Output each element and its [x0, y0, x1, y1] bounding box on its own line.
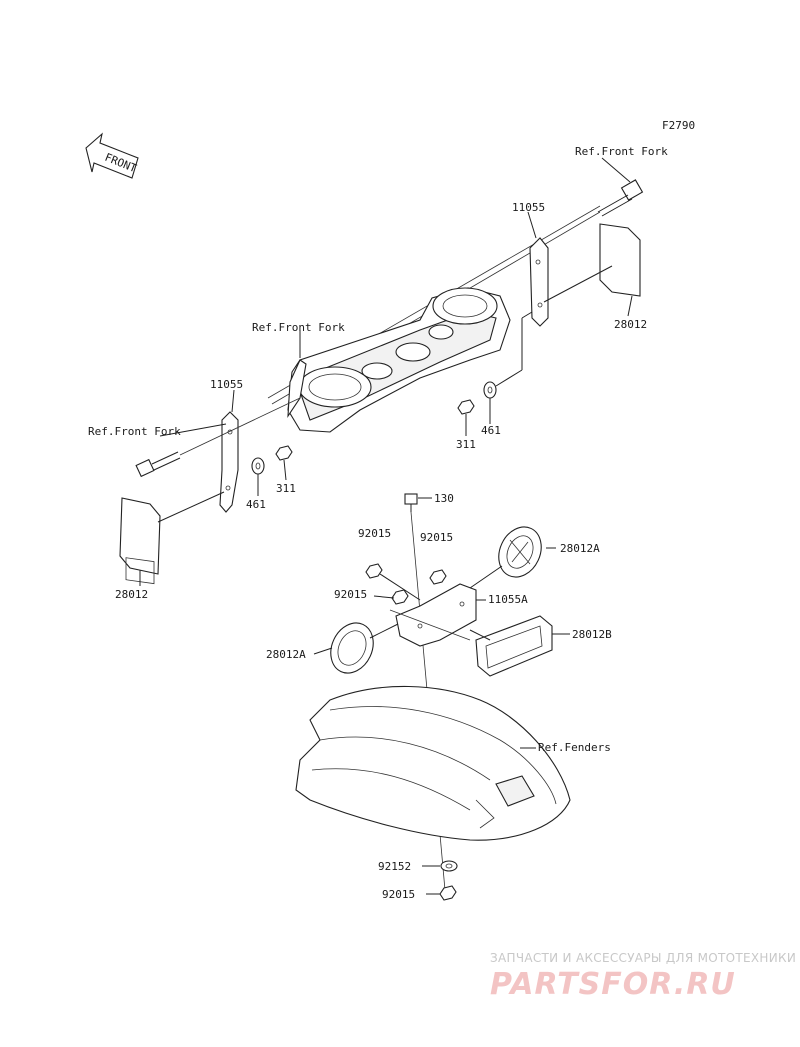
label-311-left: 311 [276, 482, 296, 495]
label-11055a: 11055A [488, 593, 528, 606]
front-arrow-icon: FRONT [85, 132, 139, 179]
washer-92152 [440, 860, 458, 872]
label-28012a-right: 28012A [560, 542, 600, 555]
nut-92015-c [391, 589, 409, 605]
label-ref-front-fork-mid: Ref.Front Fork [252, 321, 345, 334]
label-92015-b: 92015 [420, 531, 453, 544]
label-28012a-left: 28012A [266, 648, 306, 661]
bolt-left [135, 397, 301, 478]
figure-code: F2790 [662, 119, 695, 132]
label-92152: 92152 [378, 860, 411, 873]
label-28012-left: 28012 [115, 588, 148, 601]
reflector-28012-right [543, 223, 641, 303]
bracket-11055-right [529, 237, 549, 327]
bracket-11055a [389, 583, 477, 647]
nut-92015-a [365, 563, 421, 601]
reflector-28012b [469, 615, 553, 677]
label-28012b: 28012B [572, 628, 612, 641]
reflector-28012-left [119, 491, 225, 585]
label-11055-right: 11055 [512, 201, 545, 214]
nut-311-left [275, 445, 293, 461]
nut-92015-b [429, 569, 447, 585]
bracket-11055-left [219, 411, 239, 513]
fork-bracket-assembly [267, 179, 644, 433]
nut-92015-bottom [439, 885, 457, 901]
label-311-right: 311 [456, 438, 476, 451]
label-130: 130 [434, 492, 454, 505]
reflector-28012a-right [469, 526, 542, 589]
label-461-left: 461 [246, 498, 266, 511]
washer-461-left [251, 457, 265, 475]
label-28012-right: 28012 [614, 318, 647, 331]
watermark-logo: PARTSFOR.RU [490, 967, 736, 1002]
label-92015-bottom: 92015 [382, 888, 415, 901]
label-ref-front-fork-left: Ref.Front Fork [88, 425, 181, 438]
label-ref-fenders: Ref.Fenders [538, 741, 611, 754]
label-461-right: 461 [481, 424, 501, 437]
washer-461-right [483, 311, 533, 399]
reflector-28012a-left [330, 622, 399, 674]
label-ref-front-fork-top: Ref.Front Fork [575, 145, 668, 158]
label-92015-a: 92015 [358, 527, 391, 540]
label-92015-c: 92015 [334, 588, 367, 601]
label-11055-left: 11055 [210, 378, 243, 391]
nut-311-right [457, 399, 475, 415]
fender [295, 685, 571, 841]
watermark-tagline: ЗАПЧАСТИ И АКСЕССУАРЫ ДЛЯ МОТОТЕХНИКИ [490, 951, 796, 965]
